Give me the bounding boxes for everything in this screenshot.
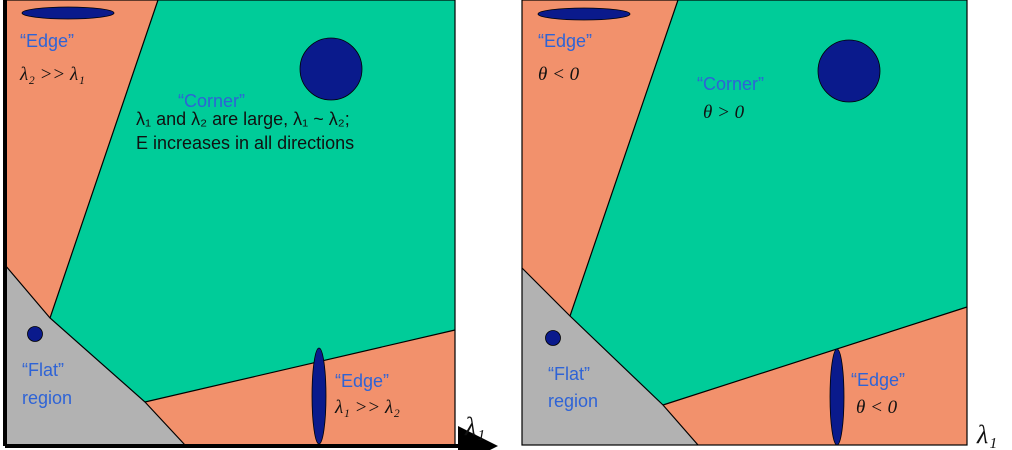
left-corner-region — [50, 0, 455, 402]
left-boundary-lower — [144, 329, 456, 403]
right-edge-top-label: “Edge” — [538, 31, 592, 51]
left-boundary-upper — [49, 0, 159, 319]
right-boundary-flat — [521, 267, 699, 446]
right-corner-condition: θ > 0 — [703, 102, 745, 123]
right-flat-label-2: region — [548, 391, 598, 411]
left-edge-top-label: “Edge” — [20, 31, 74, 51]
right-edge-top-ellipse — [537, 7, 631, 21]
left-flat-region — [5, 265, 185, 445]
left-x-axis-label: λ₁ — [464, 412, 485, 441]
left-corner-label: “Corner” — [178, 91, 245, 111]
left-flat-circle — [27, 326, 43, 342]
right-x-axis-label: λ₁ — [976, 420, 997, 449]
left-corner-description-1: λ₁ and λ₂ are large, λ₁ ~ λ₂; — [136, 109, 350, 129]
right-corner-circle — [817, 39, 881, 103]
right-panel-border — [521, 0, 968, 446]
right-corner-region — [570, 0, 967, 405]
left-flat-label: “Flat” — [22, 360, 64, 380]
left-edge-top-ellipse — [21, 6, 115, 20]
right-corner-label: “Corner” — [697, 74, 764, 94]
right-edge-bottom-label: “Edge” — [851, 370, 905, 390]
left-corner-description-2: E increases in all directions — [136, 133, 354, 153]
right-flat-circle — [545, 330, 561, 346]
left-edge-bottom-ellipse — [311, 347, 327, 445]
left-edge-bottom-condition: λ₁ >> λ₂ — [334, 397, 400, 418]
right-panel: “Edge” θ < 0 “Corner” θ > 0 “Flat” regio… — [521, 0, 997, 449]
right-edge-top-condition: θ < 0 — [538, 64, 580, 85]
right-edge-bottom-ellipse — [829, 348, 845, 446]
left-panel: “Edge” λ₂ >> λ₁ “Corner” λ₁ and λ₂ are l… — [3, 0, 498, 450]
left-flat-label-2: region — [22, 388, 72, 408]
left-boundary-flat — [4, 264, 186, 446]
left-edge-bottom-label: “Edge” — [335, 371, 389, 391]
right-boundary-lower — [662, 306, 968, 406]
right-flat-label: “Flat” — [548, 364, 590, 384]
left-corner-circle — [299, 37, 363, 101]
right-boundary-upper — [569, 0, 679, 317]
right-edge-bottom-condition: θ < 0 — [856, 397, 898, 418]
left-edge-top-condition: λ₂ >> λ₁ — [19, 64, 85, 85]
